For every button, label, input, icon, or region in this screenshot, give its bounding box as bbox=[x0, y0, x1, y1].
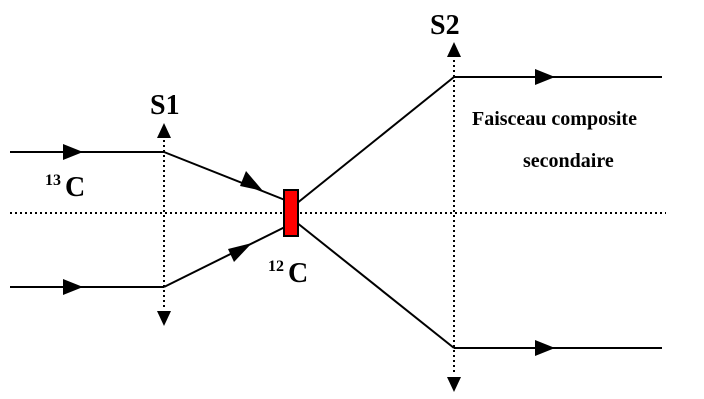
upper-converging-beam bbox=[163, 151, 286, 201]
separator-1-top-arrow-icon bbox=[157, 123, 171, 138]
lower-output-arrow-icon bbox=[535, 340, 555, 356]
output-beam-label-line-2: secondaire bbox=[523, 150, 614, 172]
target-isotope-label: 12 C bbox=[268, 258, 308, 289]
incident-isotope-mass: 13 bbox=[45, 172, 61, 189]
separator-2-bottom-arrow-icon bbox=[447, 377, 461, 392]
separator-2-label: S2 bbox=[430, 10, 460, 41]
output-beam-label-line-1: Faisceau composite bbox=[472, 108, 637, 130]
incident-isotope-element: C bbox=[65, 172, 85, 203]
separator-1-label: S1 bbox=[150, 90, 180, 121]
incident-isotope-label: 13 C bbox=[45, 172, 85, 203]
target-isotope-mass: 12 bbox=[268, 258, 284, 275]
lower-converging-arrow-icon bbox=[228, 243, 252, 262]
lower-incoming-arrow-icon bbox=[63, 279, 83, 295]
upper-incoming-arrow-icon bbox=[63, 144, 83, 160]
carbon-12-target bbox=[283, 189, 299, 237]
separator-1-bottom-arrow-icon bbox=[157, 311, 171, 326]
lower-outgoing-beam bbox=[295, 221, 455, 349]
lower-converging-beam bbox=[163, 226, 286, 288]
upper-output-arrow-icon bbox=[535, 69, 555, 85]
target-isotope-element: C bbox=[288, 258, 308, 289]
upper-outgoing-beam bbox=[295, 76, 455, 205]
upper-converging-arrow-icon bbox=[240, 171, 263, 191]
separator-2-top-arrow-icon bbox=[447, 42, 461, 57]
